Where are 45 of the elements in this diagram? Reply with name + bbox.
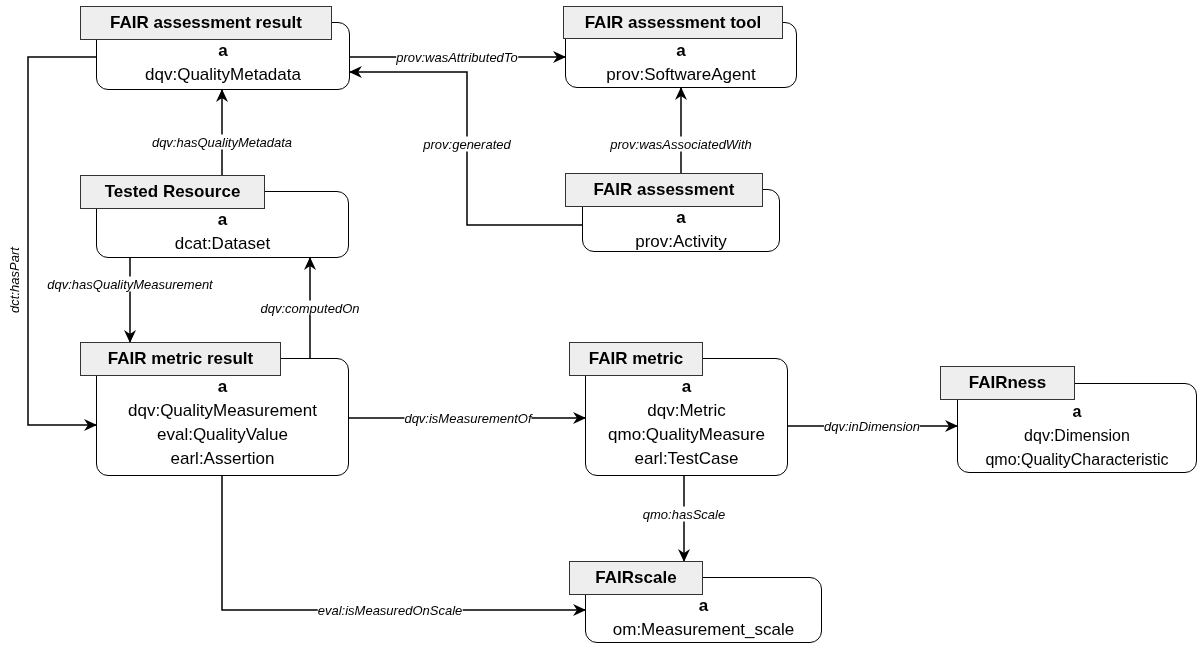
class-card — [80, 6, 350, 90]
type-keyword: a — [698, 595, 709, 617]
class-name: om:Measurement_scale — [612, 619, 795, 641]
class-name: dqv:Dimension — [1024, 426, 1130, 446]
class-card — [563, 6, 797, 88]
edge-label: qmo:hasScale — [642, 506, 726, 522]
edge-label: dqv:computedOn — [260, 300, 360, 316]
class-name: prov:SoftwareAgent — [606, 64, 756, 86]
class-title: Tested Resource — [104, 182, 241, 202]
class-card — [80, 175, 349, 258]
class-card — [940, 366, 1197, 473]
class-name: prov:Activity — [635, 231, 727, 253]
class-name: earl:Assertion — [170, 448, 275, 470]
type-keyword: a — [1072, 402, 1082, 422]
type-keyword: a — [217, 209, 228, 231]
class-card — [565, 173, 780, 252]
edge-label: dqv:hasQualityMeasurement — [47, 276, 213, 292]
class-name: dqv:Metric — [647, 400, 726, 422]
class-name: dqv:QualityMeasurement — [128, 400, 317, 422]
arrow — [27, 56, 97, 431]
class-title: FAIR metric — [588, 349, 684, 369]
type-keyword: a — [681, 376, 692, 398]
class-title: FAIR metric result — [107, 349, 254, 369]
arrow — [349, 66, 583, 226]
type-keyword: a — [217, 376, 228, 398]
class-title: FAIRness — [968, 373, 1047, 393]
class-card — [80, 342, 349, 476]
class-name: qmo:QualityMeasure — [608, 424, 765, 446]
class-name: dcat:Dataset — [174, 233, 271, 255]
edge-label: prov:wasAssociatedWith — [610, 136, 752, 152]
edge-label: dqv:hasQualityMetadata — [151, 134, 293, 150]
class-title: FAIR assessment result — [110, 13, 302, 33]
type-keyword: a — [218, 40, 228, 62]
class-title: FAIR assessment — [593, 180, 735, 200]
type-keyword: a — [676, 40, 686, 62]
class-name: earl:TestCase — [634, 448, 739, 470]
type-keyword: a — [676, 207, 686, 229]
class-title: FAIR assessment tool — [584, 12, 762, 33]
class-title: FAIRscale — [595, 568, 677, 588]
class-name: eval:QualityValue — [156, 424, 288, 446]
edge-label: prov:generated — [423, 136, 511, 152]
class-name: qmo:QualityCharacteristic — [985, 450, 1169, 470]
class-card — [569, 342, 788, 476]
class-card — [569, 561, 822, 643]
class-name: dqv:QualityMetadata — [145, 64, 301, 86]
